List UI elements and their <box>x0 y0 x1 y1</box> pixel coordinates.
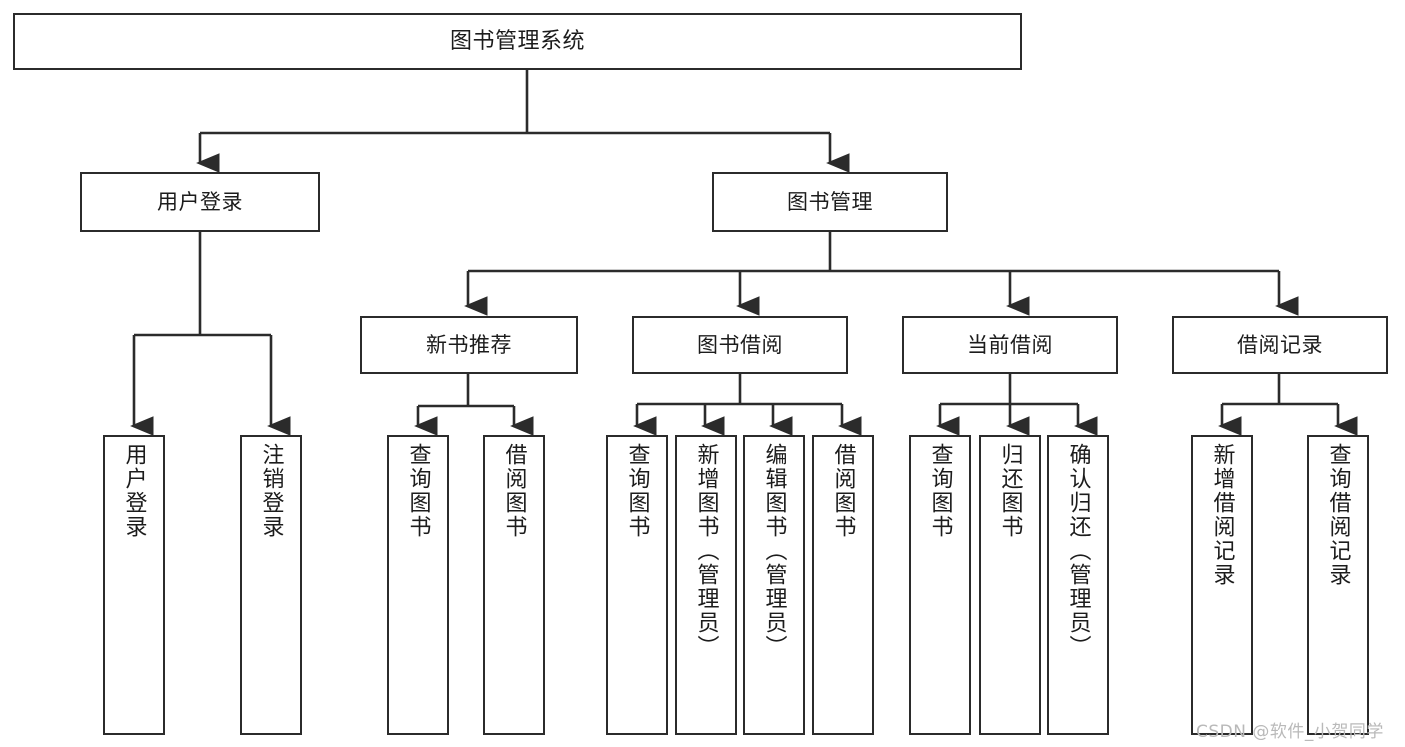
node-borrow-record[interactable]: 借阅记录 <box>1172 316 1388 374</box>
node-label: 借阅图书 <box>501 443 527 539</box>
node-new-book-recommend[interactable]: 新书推荐 <box>360 316 578 374</box>
csdn-watermark: CSDN @软件_小贺同学 <box>1196 722 1384 742</box>
node-root-book-management-system[interactable]: 图书管理系统 <box>13 13 1022 70</box>
node-leaf-edit-book-admin[interactable]: 编辑图书（管理员） <box>743 435 805 735</box>
node-label: 借阅记录 <box>1237 332 1323 357</box>
node-leaf-add-book-admin[interactable]: 新增图书（管理员） <box>675 435 737 735</box>
node-leaf-query-book-current[interactable]: 查询图书 <box>909 435 971 735</box>
node-leaf-query-book-recommend[interactable]: 查询图书 <box>387 435 449 735</box>
node-label: 图书管理系统 <box>449 28 585 54</box>
node-label: 新书推荐 <box>426 332 512 357</box>
node-label: 图书管理 <box>787 189 873 214</box>
node-label: 用户登录 <box>157 189 243 214</box>
node-leaf-user-login[interactable]: 用户登录 <box>103 435 165 735</box>
node-label: 查询图书 <box>927 443 953 539</box>
node-label: 确认归还（管理员） <box>1065 443 1091 659</box>
node-label: 当前借阅 <box>967 332 1053 357</box>
node-label: 借阅图书 <box>830 443 856 539</box>
node-label: 查询图书 <box>405 443 431 539</box>
node-book-management[interactable]: 图书管理 <box>712 172 948 232</box>
node-leaf-query-borrow-record[interactable]: 查询借阅记录 <box>1307 435 1369 735</box>
node-label: 新增借阅记录 <box>1209 443 1235 587</box>
node-book-borrow[interactable]: 图书借阅 <box>632 316 848 374</box>
node-label: 新增图书（管理员） <box>693 443 719 659</box>
node-label: 图书借阅 <box>697 332 783 357</box>
node-leaf-borrow-book-recommend[interactable]: 借阅图书 <box>483 435 545 735</box>
node-leaf-query-book-borrow[interactable]: 查询图书 <box>606 435 668 735</box>
node-label: 编辑图书（管理员） <box>761 443 787 659</box>
node-leaf-logout-login[interactable]: 注销登录 <box>240 435 302 735</box>
node-leaf-borrow-book[interactable]: 借阅图书 <box>812 435 874 735</box>
node-label: 注销登录 <box>258 443 284 539</box>
node-leaf-add-borrow-record[interactable]: 新增借阅记录 <box>1191 435 1253 735</box>
node-label: 查询图书 <box>624 443 650 539</box>
node-current-borrow[interactable]: 当前借阅 <box>902 316 1118 374</box>
node-label: 查询借阅记录 <box>1325 443 1351 587</box>
node-leaf-return-book[interactable]: 归还图书 <box>979 435 1041 735</box>
node-label: 用户登录 <box>121 443 147 539</box>
node-label: 归还图书 <box>997 443 1023 539</box>
node-leaf-confirm-return-admin[interactable]: 确认归还（管理员） <box>1047 435 1109 735</box>
node-user-login[interactable]: 用户登录 <box>80 172 320 232</box>
